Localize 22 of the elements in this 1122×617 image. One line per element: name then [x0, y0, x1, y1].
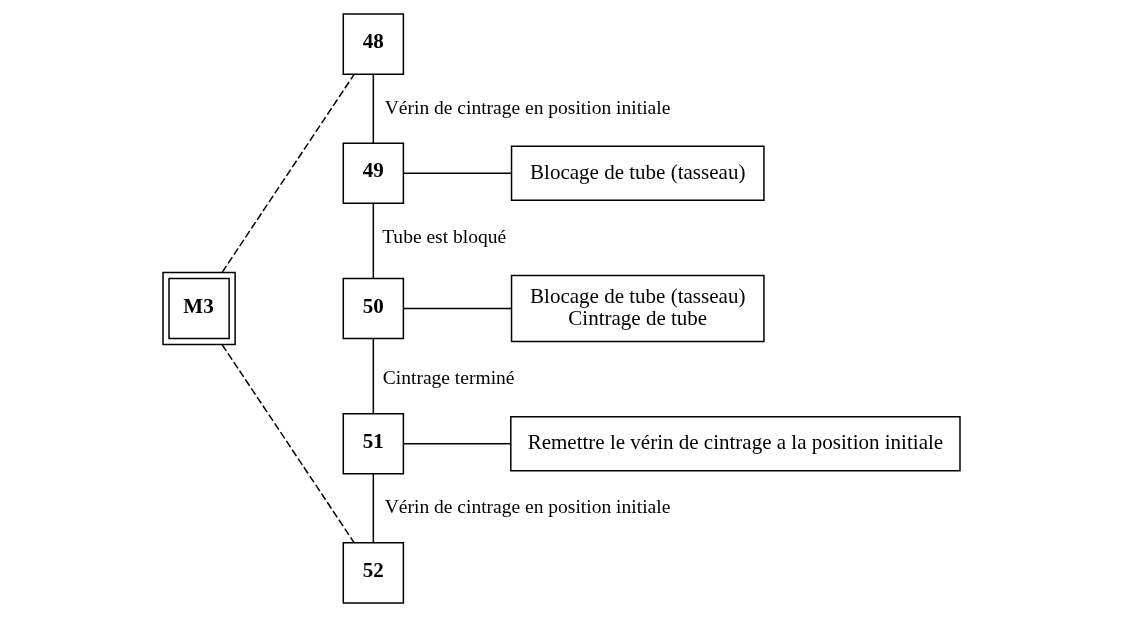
node-box: 49	[342, 142, 404, 205]
connector	[372, 473, 374, 544]
edge-label: Vérin de cintrage en position initiale	[384, 496, 670, 518]
connector	[220, 343, 355, 544]
edge-label: Cintrage terminé	[382, 367, 514, 389]
connector	[372, 202, 374, 280]
node-box: Blocage de tube (tasseau) Cintrage de tube	[510, 274, 765, 343]
connector	[372, 73, 374, 144]
connector	[372, 337, 374, 415]
edge-label: Tube est bloqué	[381, 226, 506, 247]
connector	[402, 442, 511, 445]
node-box: Blocage de tube (tasseau)	[510, 145, 765, 202]
connector	[221, 73, 355, 273]
node-box: 52	[342, 542, 404, 604]
connector	[402, 307, 512, 310]
node-box: 48	[342, 13, 404, 75]
node-box: M3	[161, 271, 236, 346]
edge-label: Vérin de cintrage en position initiale	[384, 96, 670, 118]
connector	[402, 172, 512, 175]
node-box: 51	[342, 412, 404, 475]
node-box: Remettre le vérin de cintrage a la position initiale	[509, 415, 961, 472]
node-box: 50	[342, 277, 404, 340]
